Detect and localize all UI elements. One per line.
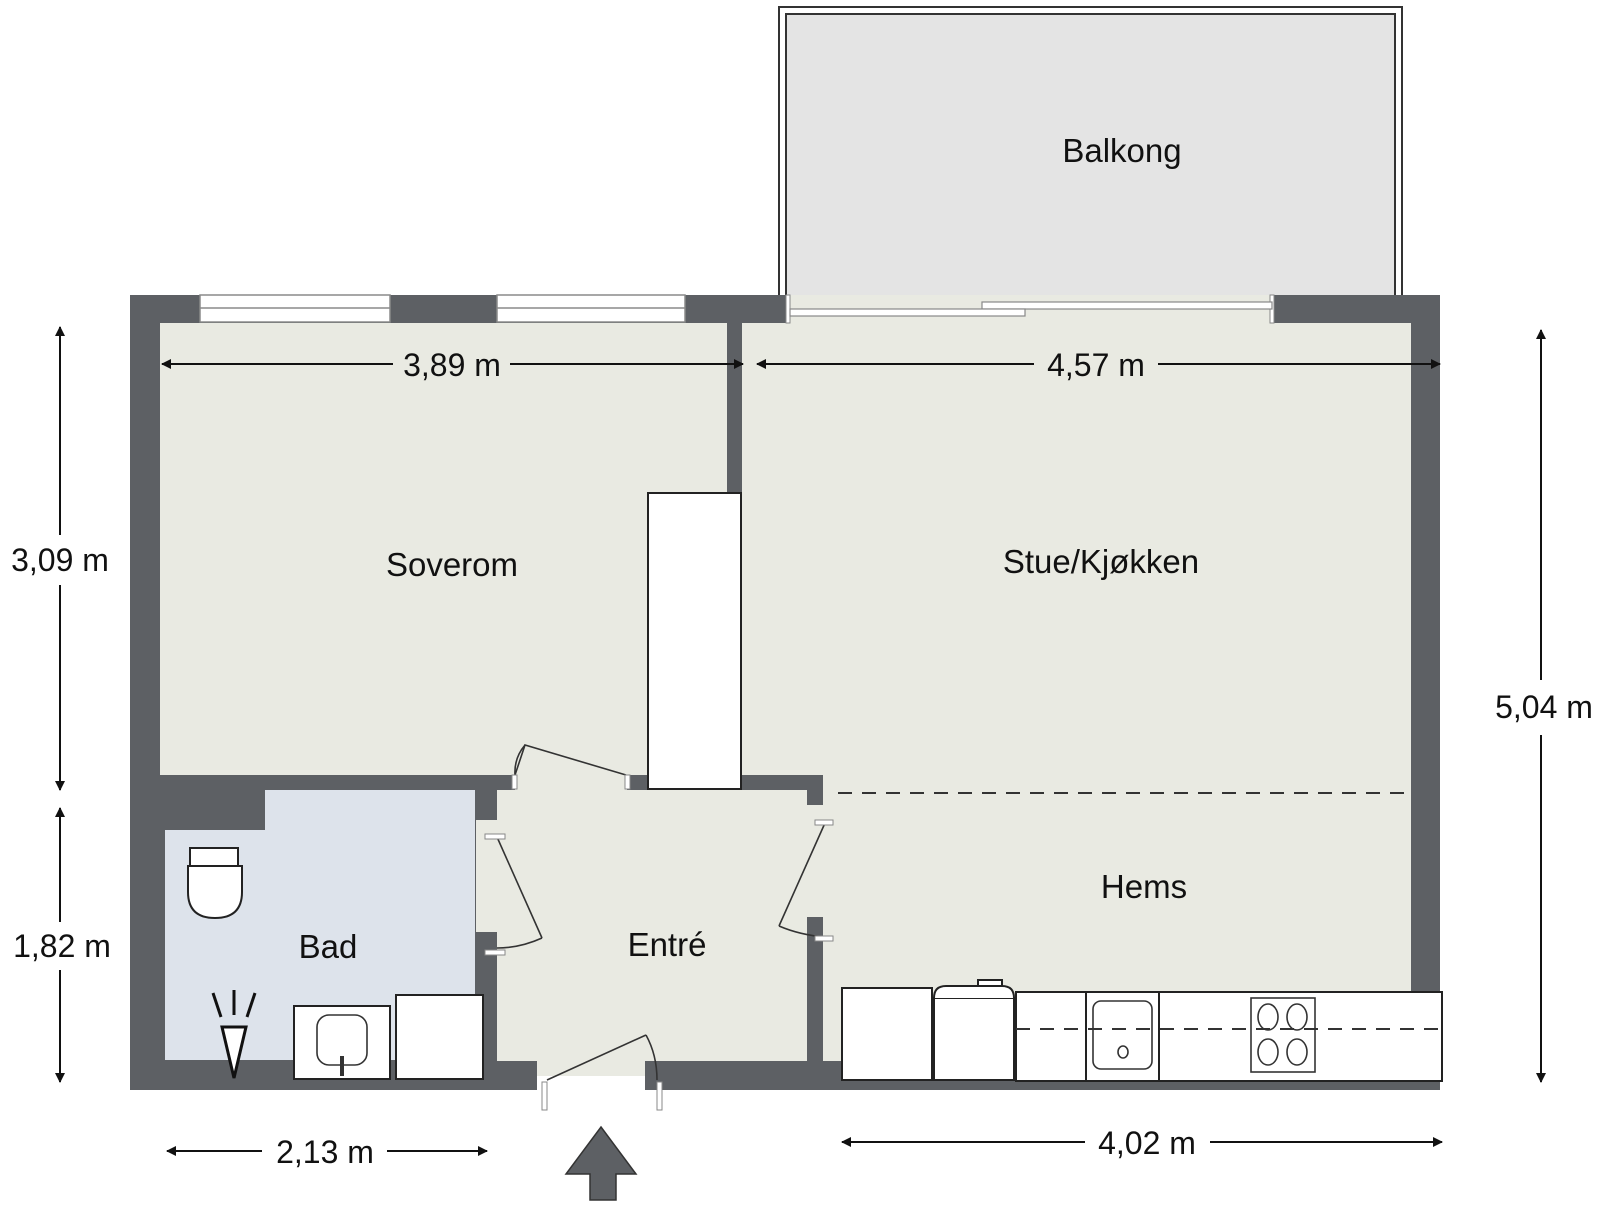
- room-label-bathroom: Bad: [299, 928, 358, 965]
- living-floor: [742, 323, 1411, 778]
- svg-text:4,02 m: 4,02 m: [1098, 1125, 1196, 1161]
- svg-text:3,89 m: 3,89 m: [403, 347, 501, 383]
- loft-door[interactable]: [778, 819, 834, 942]
- room-label-loft: Hems: [1101, 868, 1187, 905]
- dimension-living-width: 4,57 m: [756, 347, 1441, 383]
- bathroom-door[interactable]: [484, 833, 543, 956]
- toilet-icon: [187, 847, 243, 920]
- kitchen-counter: [841, 979, 1443, 1082]
- windows: [199, 294, 1275, 324]
- bedroom-door-gap: [515, 775, 627, 791]
- dimension-bedroom-depth: 3,09 m: [11, 326, 109, 791]
- bathroom-fixtures: [187, 847, 484, 1080]
- dimension-bathroom-depth: 1,82 m: [13, 807, 111, 1083]
- svg-text:2,13 m: 2,13 m: [276, 1134, 374, 1170]
- dishwasher: [933, 979, 1015, 1081]
- entrance-floor: [497, 790, 808, 1061]
- room-label-bedroom: Soverom: [386, 546, 518, 583]
- svg-text:3,09 m: 3,09 m: [11, 542, 109, 578]
- wardrobe: [647, 492, 742, 790]
- dimension-total-depth: 5,04 m: [1495, 329, 1593, 1083]
- bath-door-gap: [476, 820, 497, 932]
- dimension-kitchen-width: 4,02 m: [841, 1125, 1443, 1161]
- svg-text:5,04 m: 5,04 m: [1495, 689, 1593, 725]
- dimension-bedroom-width: 3,89 m: [161, 347, 744, 383]
- svg-text:1,82 m: 1,82 m: [13, 928, 111, 964]
- floors: [160, 323, 1411, 1076]
- sink-icon: [293, 1005, 391, 1080]
- balcony: [778, 6, 1403, 303]
- shower-icon: [211, 990, 257, 1079]
- entrance-door[interactable]: [541, 1034, 663, 1111]
- dimension-bathroom-width: 2,13 m: [166, 1134, 488, 1170]
- doors: [484, 744, 834, 1111]
- bedroom-floor: [160, 323, 727, 775]
- entrance-arrow-icon: [564, 1125, 638, 1201]
- loft-door-gap: [807, 805, 823, 917]
- svg-text:4,57 m: 4,57 m: [1047, 347, 1145, 383]
- bathroom-floor: [165, 790, 475, 1060]
- stove-icon: [1250, 997, 1316, 1073]
- bedroom-door[interactable]: [511, 744, 631, 790]
- room-label-balcony: Balkong: [1062, 132, 1181, 169]
- room-label-living-kitchen: Stue/Kjøkken: [1003, 543, 1199, 580]
- washing-machine: [395, 994, 484, 1080]
- room-label-entrance: Entré: [628, 926, 707, 963]
- kitchen-sink-icon: [1092, 1000, 1153, 1070]
